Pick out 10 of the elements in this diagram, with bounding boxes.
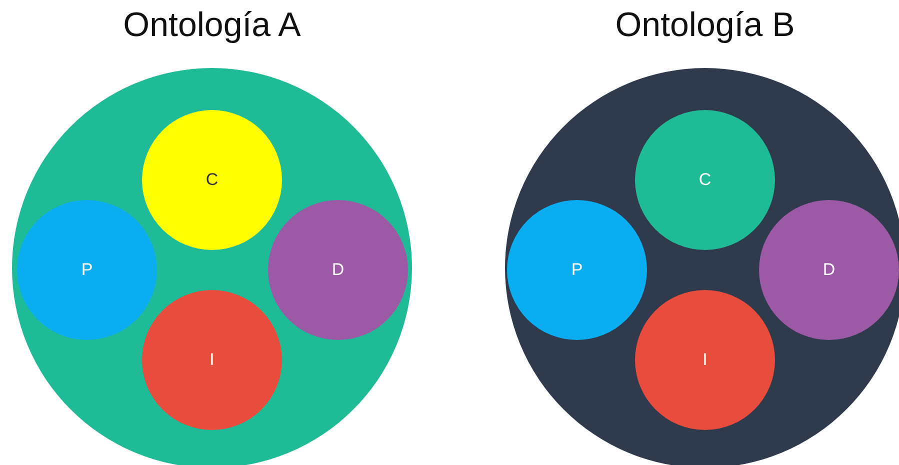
category-circle: P <box>507 200 647 340</box>
heading: Ontología B <box>614 6 796 45</box>
category-circle: P <box>17 200 157 340</box>
category-circle: C <box>142 110 282 250</box>
heading: Ontología A <box>122 6 302 45</box>
category-circle: I <box>635 290 775 430</box>
category-circle: C <box>635 110 775 250</box>
category-circle: I <box>142 290 282 430</box>
category-circle: D <box>268 200 408 340</box>
category-circle: D <box>759 200 899 340</box>
